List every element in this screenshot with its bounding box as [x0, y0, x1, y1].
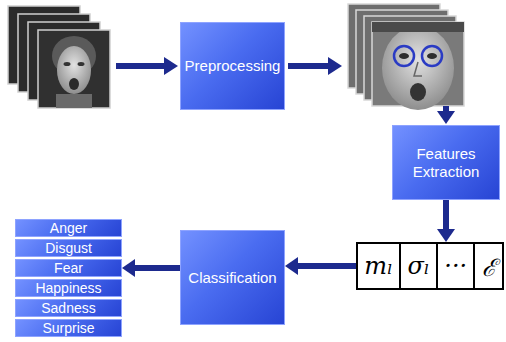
node-label: Fear: [54, 261, 83, 275]
flow-arrows-part: [288, 63, 330, 69]
flow-arrow: [285, 257, 356, 275]
video-frames-part: [64, 62, 71, 66]
process-box: Classification: [180, 230, 285, 325]
flow-arrows-part: [116, 63, 166, 69]
video-frames-part: [38, 30, 110, 108]
vector-cell: ···: [438, 244, 475, 288]
video-frames-part: [56, 94, 92, 108]
face-crops-part: [382, 26, 454, 110]
video-frames-part: [78, 62, 85, 66]
vector-symbol: ℰ: [482, 250, 496, 283]
vector-symbol: mₗ: [364, 252, 393, 280]
flow-arrows: [116, 57, 455, 124]
vector-symbol: ···: [444, 252, 467, 280]
vector-cell: σₗ: [401, 244, 438, 288]
arrow-shaft: [133, 265, 180, 271]
process-box: Features Extraction: [392, 125, 500, 200]
emotion-box: Sadness: [15, 299, 122, 317]
video-frames-part: [57, 46, 91, 94]
emotion-box: Surprise: [15, 319, 122, 337]
node-label: Features Extraction: [397, 145, 495, 181]
arrow-head: [285, 257, 298, 275]
node-label: Anger: [50, 221, 87, 235]
arrow-head: [122, 259, 135, 277]
face-crops-part: [394, 46, 414, 66]
node-label: Happiness: [35, 281, 101, 295]
node-label: Preprocessing: [185, 57, 281, 75]
face-crops: [348, 4, 464, 110]
emotion-box: Happiness: [15, 279, 122, 297]
face-crops-part: [399, 53, 409, 59]
face-crops-part: [427, 53, 437, 59]
face-crops-part: [372, 22, 464, 32]
video-frames-part: [69, 78, 79, 90]
node-label: Disgust: [45, 241, 92, 255]
node-label: Surprise: [42, 321, 94, 335]
video-frames: [8, 6, 110, 108]
face-crops-part: [422, 46, 442, 66]
arrow-head: [437, 229, 455, 242]
vector-cell: ℰ: [475, 244, 502, 288]
node-label: Sadness: [41, 301, 95, 315]
flow-arrow: [122, 259, 180, 277]
emotion-box: Fear: [15, 259, 122, 277]
process-box: Preprocessing: [180, 22, 285, 110]
face-crops-part: [414, 62, 422, 76]
flow-arrows-part: [328, 57, 342, 75]
flow-arrows-part: [437, 111, 455, 124]
emotion-box: Disgust: [15, 239, 122, 257]
flow-arrow: [437, 200, 455, 242]
vector-symbol: σₗ: [407, 252, 429, 280]
face-crops-part: [410, 83, 426, 101]
emotion-box: Anger: [15, 219, 122, 237]
vector-cell: mₗ: [358, 244, 401, 288]
node-label: Classification: [188, 269, 276, 287]
feature-vector: mₗσₗ ··· ℰ: [356, 242, 504, 290]
arrow-shaft: [443, 200, 449, 231]
arrow-shaft: [296, 263, 356, 269]
flow-arrows-part: [164, 57, 178, 75]
